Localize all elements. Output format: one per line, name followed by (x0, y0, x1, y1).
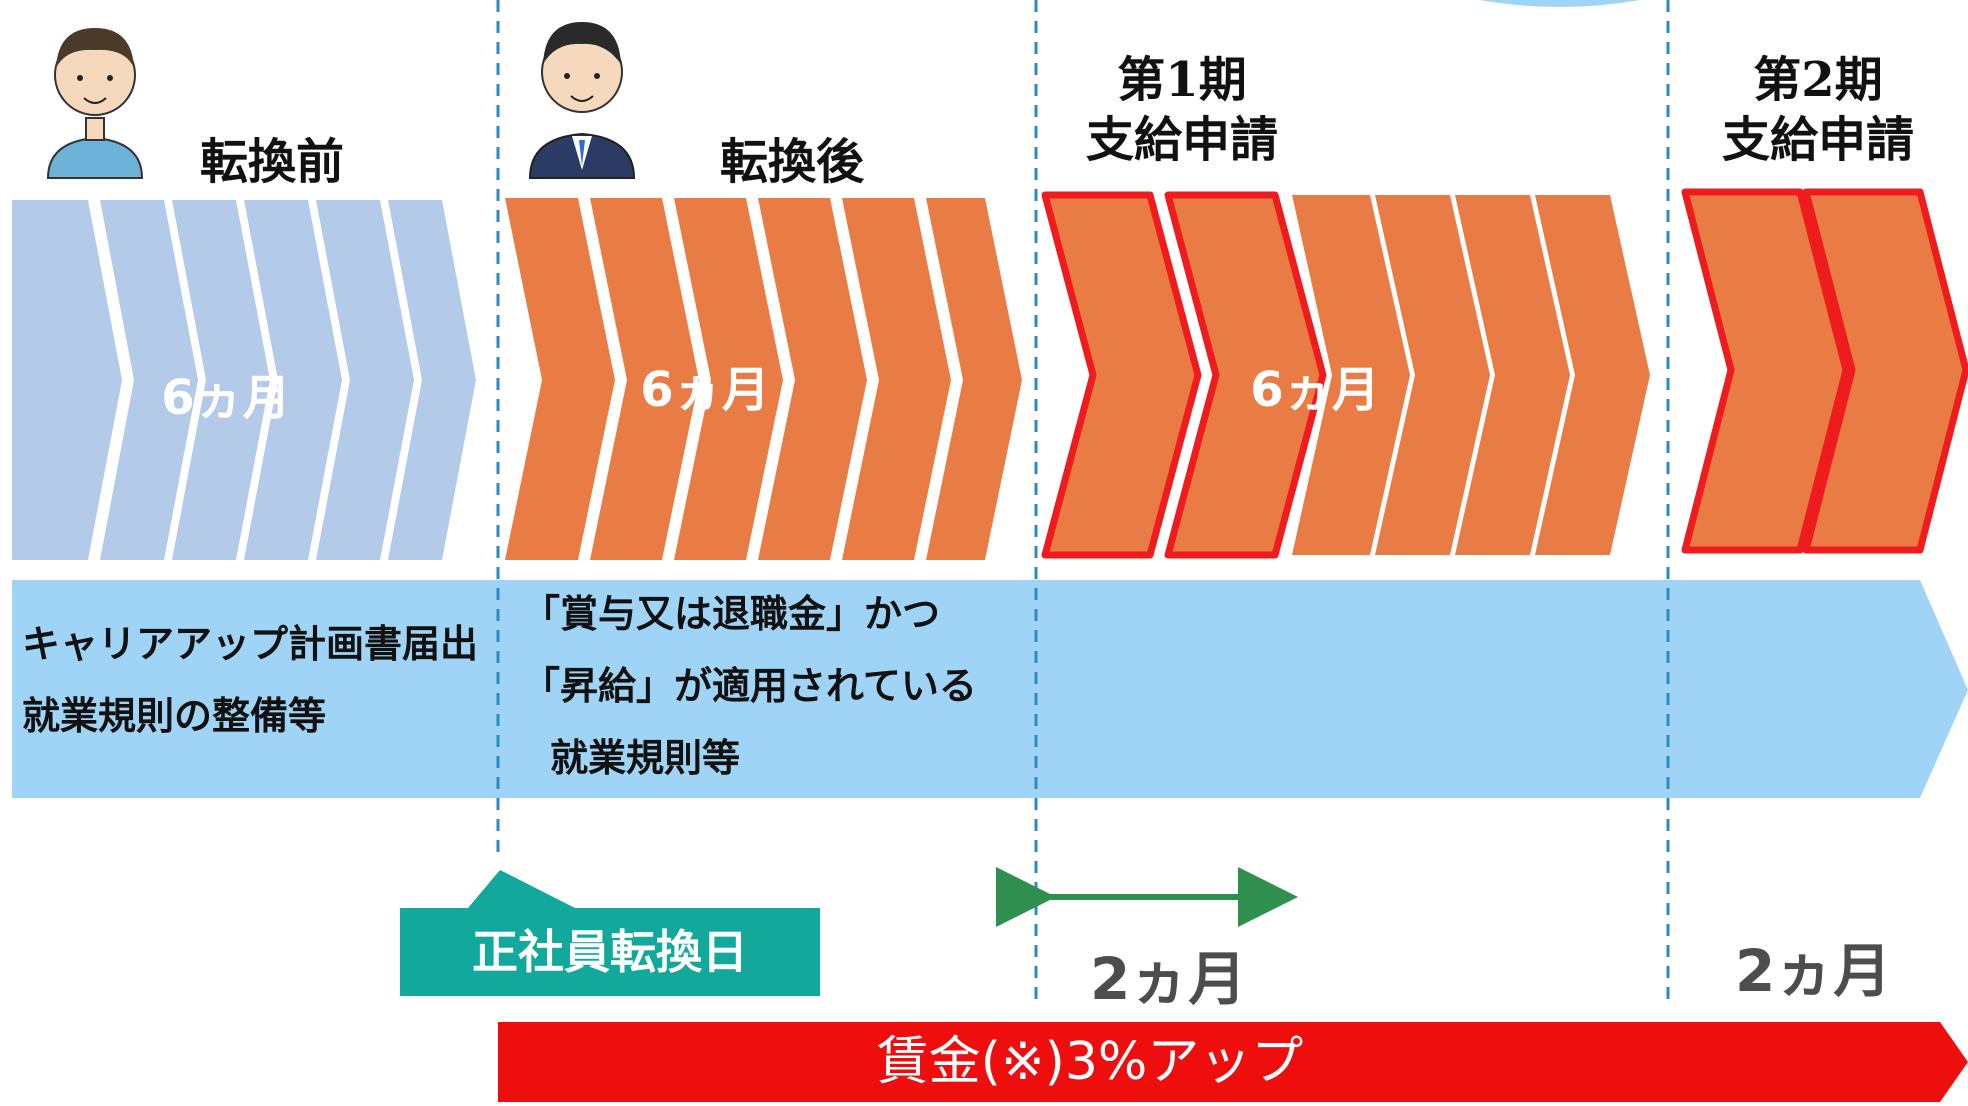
before-chevron (244, 200, 342, 560)
period1-header: 第1期 支給申請 (1052, 50, 1312, 170)
period1-chevron (1455, 195, 1570, 555)
employee-after-icon (528, 22, 636, 179)
before-chevron (172, 200, 270, 560)
after-chevrons (505, 198, 1022, 560)
top-cloud-shape (1480, 0, 1640, 7)
wage-increase-bar (498, 1022, 1968, 1102)
interval-second-label: 2ヵ月 (1735, 937, 1892, 1005)
period1-subtitle: 支給申請 (1085, 112, 1278, 168)
band-middle-line3: 就業規則等 (550, 735, 741, 780)
period1-chevron-highlight (1164, 191, 1327, 559)
band-left-line2: 就業規則の整備等 (22, 693, 327, 738)
band-left-text: キャリアアップ計画書届出 就業規則の整備等 (22, 608, 478, 752)
before-chevron (388, 200, 476, 560)
before-chevron (100, 200, 198, 560)
duration-after-label: 6ヵ月 (640, 362, 770, 418)
duration-period1-label: 6ヵ月 (1250, 362, 1380, 418)
band-middle-text: 「賞与又は退職金」かつ 「昇給」が適用されている 就業規則等 (522, 578, 977, 794)
period1-chevron (1292, 195, 1410, 555)
period2-subtitle: 支給申請 (1721, 112, 1914, 168)
period1-chevrons (1041, 191, 1650, 559)
dividers (496, 0, 1670, 1000)
after-chevron (674, 198, 783, 560)
employee-before-icon (46, 28, 144, 179)
period1-chevron (1375, 195, 1490, 555)
after-chevron (926, 198, 1022, 560)
period2-title: 第2期 (1753, 52, 1883, 108)
period1-title: 第1期 (1117, 52, 1247, 108)
period2-header: 第2期 支給申請 (1688, 50, 1948, 170)
period2-chevron-highlight (1802, 188, 1968, 554)
phase-after-label: 転換後 (720, 134, 865, 190)
band-middle-line1: 「賞与又は退職金」かつ (522, 591, 941, 636)
after-chevron (505, 198, 615, 560)
period1-chevron (1535, 195, 1650, 555)
band-middle-line2: 「昇給」が適用されている (522, 663, 977, 708)
requirements-band (12, 580, 1968, 798)
before-chevrons (12, 200, 476, 560)
interval-first-label: 2ヵ月 (1090, 945, 1247, 1013)
before-chevron (316, 200, 414, 560)
after-chevron (842, 198, 951, 560)
period1-chevron-highlight (1041, 191, 1202, 559)
conversion-day-badge: 正社員転換日 (400, 908, 820, 996)
before-chevron (12, 200, 122, 560)
after-chevron (590, 198, 699, 560)
wage-increase-label: 賃金(※)3%アップ (876, 1032, 1304, 1092)
phase-before-label: 転換前 (200, 134, 345, 190)
band-left-line1: キャリアアップ計画書届出 (22, 621, 479, 666)
after-chevron (758, 198, 867, 560)
duration-before-label: 6ヵ月 (161, 370, 291, 426)
badge-pointer (468, 870, 575, 908)
period2-chevrons (1681, 188, 1968, 554)
period2-chevron-highlight (1681, 188, 1850, 554)
